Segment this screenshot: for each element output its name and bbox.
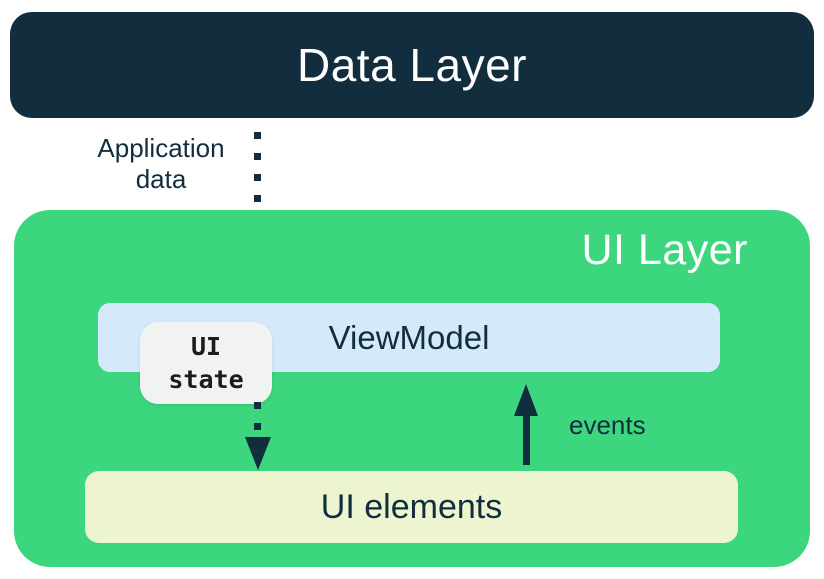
viewmodel-label: ViewModel (328, 318, 490, 356)
events-arrow-shaft (523, 410, 530, 465)
application-data-label: Application data (97, 133, 225, 194)
ui-state-dotted-arrow (254, 402, 261, 438)
application-data-dotted-arrow (254, 132, 261, 268)
data-layer-box: Data Layer (10, 12, 814, 118)
ui-layer-label: UI Layer (581, 226, 748, 274)
data-layer-label: Data Layer (296, 39, 527, 91)
events-arrowhead-icon (514, 384, 538, 416)
ui-state-chip: UI state (140, 322, 272, 404)
ui-elements-label: UI elements (320, 487, 503, 526)
events-label: events (569, 410, 646, 440)
ui-state-arrowhead-icon (245, 437, 271, 470)
ui-elements-box: UI elements (85, 471, 738, 543)
